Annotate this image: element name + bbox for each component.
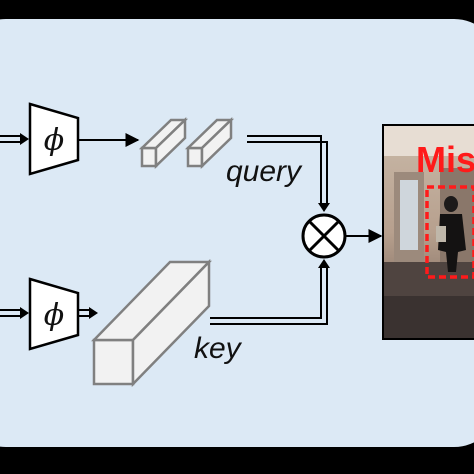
fusion-operator-icon bbox=[301, 213, 347, 259]
encoder-bottom: ϕ bbox=[28, 277, 80, 351]
arrow-query-to-fusion bbox=[247, 135, 330, 212]
arrow-key-to-fusion bbox=[210, 259, 330, 325]
query-block-1 bbox=[138, 117, 189, 169]
query-block-2 bbox=[184, 117, 235, 169]
phi-label-top: ϕ bbox=[44, 123, 64, 158]
encoder-top: ϕ bbox=[28, 102, 80, 176]
query-label: query bbox=[226, 155, 303, 188]
phi-label-bottom: ϕ bbox=[44, 298, 64, 333]
arrow-encoder-to-key bbox=[78, 307, 98, 319]
key-block bbox=[91, 258, 212, 388]
key-label: key bbox=[194, 332, 243, 365]
input-arrow-bottom bbox=[0, 307, 29, 319]
overlay-text: Mis bbox=[416, 139, 474, 180]
input-arrow-top bbox=[0, 133, 29, 145]
output-frame: Mis bbox=[382, 124, 474, 340]
